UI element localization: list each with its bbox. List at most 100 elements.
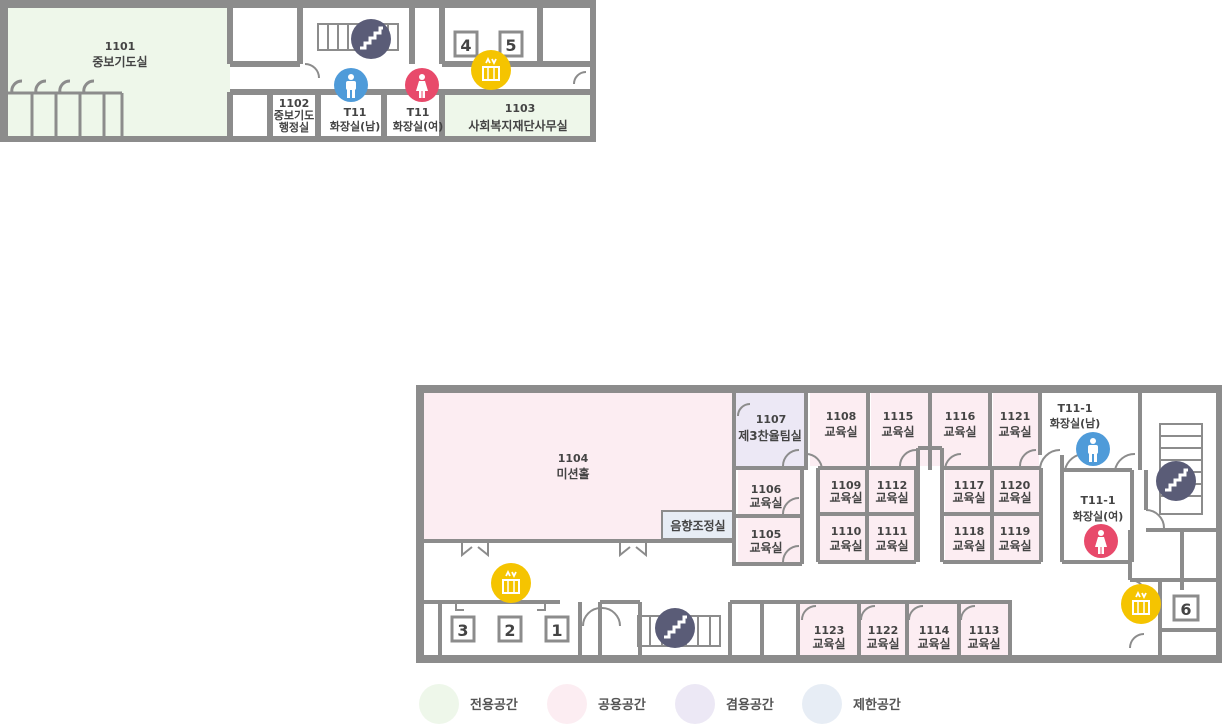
room-1103[interactable]: [445, 95, 590, 136]
room-1117-name: 교육실: [998, 538, 1031, 553]
room-1119[interactable]: [993, 393, 1039, 466]
room-1109-number: 1109: [831, 479, 862, 492]
elevator-4-label: 4: [460, 36, 471, 55]
room-1108-number: 1108: [826, 410, 857, 423]
room-1123-name: 교육실: [812, 636, 845, 651]
legend: 전용공간 공용공간 겸용공간 제한공간: [419, 684, 901, 724]
room-1117-number: 1119: [1000, 525, 1031, 538]
elevator-icon: [1120, 583, 1162, 625]
elevator-6[interactable]: [1172, 594, 1200, 622]
room-1105[interactable]: [738, 518, 800, 562]
t11-women-number: T11: [407, 106, 430, 119]
room-1106[interactable]: [738, 470, 800, 514]
room-1121-number: 1114: [919, 624, 950, 637]
room-1109-name: 교육실: [829, 490, 862, 505]
top-floor-plan: 1101 중보기도실: [0, 0, 596, 142]
room-1112[interactable]: [868, 470, 914, 514]
legend-shared: 겸용공간: [726, 697, 774, 713]
room-1118-name: 교육실: [998, 490, 1031, 505]
legend-swatch-common: [547, 684, 587, 724]
elevator-icon: [490, 562, 532, 604]
room-1117[interactable]: [993, 516, 1039, 560]
womens-restroom-icon: [1084, 524, 1118, 558]
elevator-1[interactable]: [544, 615, 570, 643]
legend-restricted: 제한공간: [853, 697, 901, 713]
room-1118-number: 1120: [1000, 479, 1031, 492]
room-1110-number: 1110: [831, 525, 862, 538]
room-1114-number: 1116: [945, 410, 976, 423]
room-1122-name: 교육실: [866, 636, 899, 651]
elevator-3-label: 3: [457, 621, 468, 640]
elevator-3[interactable]: [450, 615, 476, 643]
room-1108-name: 교육실: [824, 424, 857, 439]
t11-1-women-name: 화장실(여): [1073, 509, 1124, 523]
room-1116-number: 1118: [954, 525, 985, 538]
room-1123-number: 1123: [814, 624, 845, 637]
room-1120[interactable]: [960, 604, 1010, 655]
legend-swatch-restricted: [802, 684, 842, 724]
room-1116-name: 교육실: [952, 538, 985, 553]
room-1106-name: 교육실: [749, 495, 782, 510]
bottom-floor-plan: 1104 미션홀 음향조정실 1107 제3찬율팀실: [416, 385, 1222, 663]
room-1101-name: 중보기도실: [92, 54, 147, 69]
room-1105-name: 교육실: [749, 540, 782, 555]
room-1107-name: 제3찬율팀실: [738, 428, 802, 443]
room-1112-number: 1112: [877, 479, 908, 492]
room-1114-name: 교육실: [943, 424, 976, 439]
room-1109[interactable]: [820, 470, 866, 514]
elevator-2-label: 2: [504, 621, 515, 640]
mens-restroom-icon: [1076, 432, 1110, 466]
room-1108[interactable]: [810, 393, 868, 466]
room-1122[interactable]: [860, 604, 906, 655]
room-1113-number: 1115: [883, 410, 914, 423]
room-1101[interactable]: [8, 8, 230, 136]
room-1103-number: 1103: [505, 102, 536, 115]
room-1120-name: 교육실: [967, 636, 1000, 651]
room-1104-name: 미션홀: [556, 466, 589, 481]
elevator-6-label: 6: [1180, 600, 1191, 619]
elevator-5-label: 5: [505, 36, 516, 55]
room-1121[interactable]: [908, 604, 958, 655]
room-1102-name1: 중보기도: [274, 108, 314, 122]
room-1119-number: 1121: [1000, 410, 1031, 423]
room-1119-name: 교육실: [998, 424, 1031, 439]
elevator-icon: [470, 49, 512, 91]
room-1116[interactable]: [945, 516, 991, 560]
elevator-4[interactable]: [453, 30, 479, 58]
room-1111[interactable]: [868, 516, 914, 560]
room-1110[interactable]: [820, 516, 866, 560]
stairs-icon: [1154, 459, 1198, 503]
womens-restroom-icon: [405, 68, 439, 102]
room-1120-number: 1113: [969, 624, 1000, 637]
t11-1-women-number: T11-1: [1080, 494, 1115, 507]
room-1115[interactable]: [945, 470, 991, 514]
elevator-2[interactable]: [497, 615, 523, 643]
room-1123[interactable]: [800, 604, 858, 655]
room-1102-name2: 행정실: [279, 120, 309, 134]
legend-swatch-shared: [675, 684, 715, 724]
room-1121-name: 교육실: [917, 636, 950, 651]
sound-control-room-label: 음향조정실: [670, 518, 725, 533]
stairs-icon: [349, 17, 393, 61]
room-1122-number: 1122: [868, 624, 899, 637]
room-1112-name: 교육실: [875, 490, 908, 505]
t11-women-name: 화장실(여): [393, 119, 444, 133]
t11-1-men-number: T11-1: [1057, 402, 1092, 415]
room-1111-name: 교육실: [875, 538, 908, 553]
room-1113-name: 교육실: [881, 424, 914, 439]
elevator-5[interactable]: [498, 30, 524, 58]
room-1104-number: 1104: [558, 452, 589, 465]
stairs-icon: [653, 606, 697, 650]
room-1111-number: 1111: [877, 525, 908, 538]
elevator-1-label: 1: [551, 621, 562, 640]
room-1102[interactable]: [273, 95, 315, 136]
room-1115-number: 1117: [954, 479, 985, 492]
room-1102-number: 1102: [279, 97, 310, 110]
room-1118[interactable]: [993, 470, 1039, 514]
legend-common: 공용공간: [598, 697, 646, 713]
room-1115-name: 교육실: [952, 490, 985, 505]
t11-1-men-name: 화장실(남): [1050, 416, 1101, 430]
room-1103-name: 사회복지재단사무실: [468, 118, 567, 133]
legend-exclusive: 전용공간: [470, 697, 518, 713]
